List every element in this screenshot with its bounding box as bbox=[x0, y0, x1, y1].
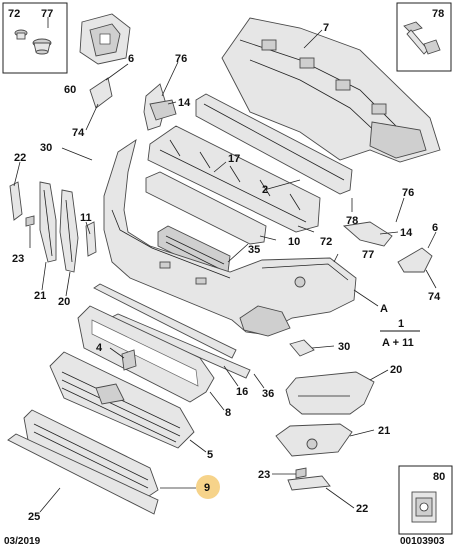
grille-5 bbox=[49, 351, 195, 449]
label-72: 72 bbox=[8, 8, 20, 20]
strip-36 bbox=[108, 313, 251, 379]
label-77-inset: 77 bbox=[41, 8, 53, 20]
label-30-right: 30 bbox=[338, 341, 350, 353]
fog-trim-20-left bbox=[59, 189, 79, 273]
leader-lines bbox=[13, 17, 437, 513]
bracket-14-left bbox=[149, 99, 177, 121]
bracket-22-left bbox=[9, 181, 23, 221]
inset-box-80: 80 bbox=[398, 465, 453, 535]
bracket-14-right bbox=[342, 221, 393, 247]
label-80: 80 bbox=[433, 471, 445, 483]
label-6-top: 6 bbox=[128, 53, 134, 65]
clip-nut-icon bbox=[411, 491, 437, 523]
label-20-right: 20 bbox=[390, 364, 402, 376]
screw-icon bbox=[14, 29, 52, 55]
bracket-6-left bbox=[89, 77, 113, 109]
bracket-60 bbox=[79, 13, 131, 65]
inset-box-78: 78 bbox=[396, 2, 452, 72]
highlight-circle-9 bbox=[196, 475, 220, 499]
crossmember-7 bbox=[221, 17, 441, 163]
clip-23-left bbox=[25, 215, 35, 227]
clip-23-right bbox=[295, 467, 307, 479]
label-78-inset: 78 bbox=[432, 8, 444, 20]
bracket-22-right bbox=[287, 475, 331, 491]
label-9: 9 bbox=[204, 482, 210, 494]
label-21-right: 21 bbox=[378, 425, 390, 437]
label-23-left: 23 bbox=[12, 253, 24, 265]
label-17: 17 bbox=[228, 153, 240, 165]
label-22-right: 22 bbox=[356, 503, 368, 515]
label-60: 60 bbox=[64, 84, 76, 96]
label-14-top: 14 bbox=[178, 97, 191, 109]
label-21-left: 21 bbox=[34, 290, 46, 302]
strip-16 bbox=[93, 283, 237, 359]
label-78: 78 bbox=[346, 215, 358, 227]
bracket-6-right bbox=[397, 247, 433, 273]
label-1: 1 bbox=[398, 318, 404, 330]
label-72: 72 bbox=[320, 236, 332, 248]
label-76-right: 76 bbox=[402, 187, 414, 199]
cap-30-right bbox=[289, 339, 315, 357]
label-35: 35 bbox=[248, 244, 260, 256]
inset-box-72-77: 72 77 bbox=[2, 2, 68, 74]
label-22-left: 22 bbox=[14, 152, 26, 164]
label-5: 5 bbox=[207, 449, 213, 461]
label-A-plus-11: A + 11 bbox=[382, 337, 414, 349]
bolt-icon bbox=[403, 21, 441, 55]
fog-trim-21-left bbox=[39, 181, 57, 263]
label-23-right: 23 bbox=[258, 469, 270, 481]
absorber-17 bbox=[147, 125, 321, 233]
label-25: 25 bbox=[28, 511, 40, 523]
label-36: 36 bbox=[262, 388, 274, 400]
label-14-right: 14 bbox=[400, 227, 413, 239]
part-labels: 60 6 76 74 14 7 30 22 17 2 23 11 21 20 3… bbox=[12, 22, 441, 523]
label-11: 11 bbox=[80, 212, 92, 224]
footer-date: 03/2019 bbox=[4, 536, 41, 547]
label-20-left: 20 bbox=[58, 296, 70, 308]
label-6-right: 6 bbox=[432, 222, 438, 234]
label-A: A bbox=[380, 303, 388, 315]
bumper-cover bbox=[103, 138, 357, 337]
label-4: 4 bbox=[96, 342, 103, 354]
bracket-10 bbox=[145, 171, 267, 245]
label-30-left: 30 bbox=[40, 142, 52, 154]
label-16: 16 bbox=[236, 386, 248, 398]
logo-4 bbox=[121, 349, 137, 371]
lower-strip-25 bbox=[7, 433, 159, 515]
fog-trim-20-right bbox=[285, 371, 375, 415]
label-7: 7 bbox=[323, 22, 329, 34]
footer-ref: 00103903 bbox=[400, 536, 445, 547]
grille-frame-8 bbox=[77, 305, 215, 403]
bumper-beam-2 bbox=[195, 93, 353, 195]
label-10: 10 bbox=[288, 236, 300, 248]
label-74-top: 74 bbox=[72, 127, 85, 139]
label-76-top: 76 bbox=[175, 53, 187, 65]
label-2: 2 bbox=[262, 184, 268, 196]
label-77: 77 bbox=[362, 249, 374, 261]
fog-trim-21-right bbox=[275, 423, 353, 457]
label-74-right: 74 bbox=[428, 291, 441, 303]
label-8: 8 bbox=[225, 407, 231, 419]
